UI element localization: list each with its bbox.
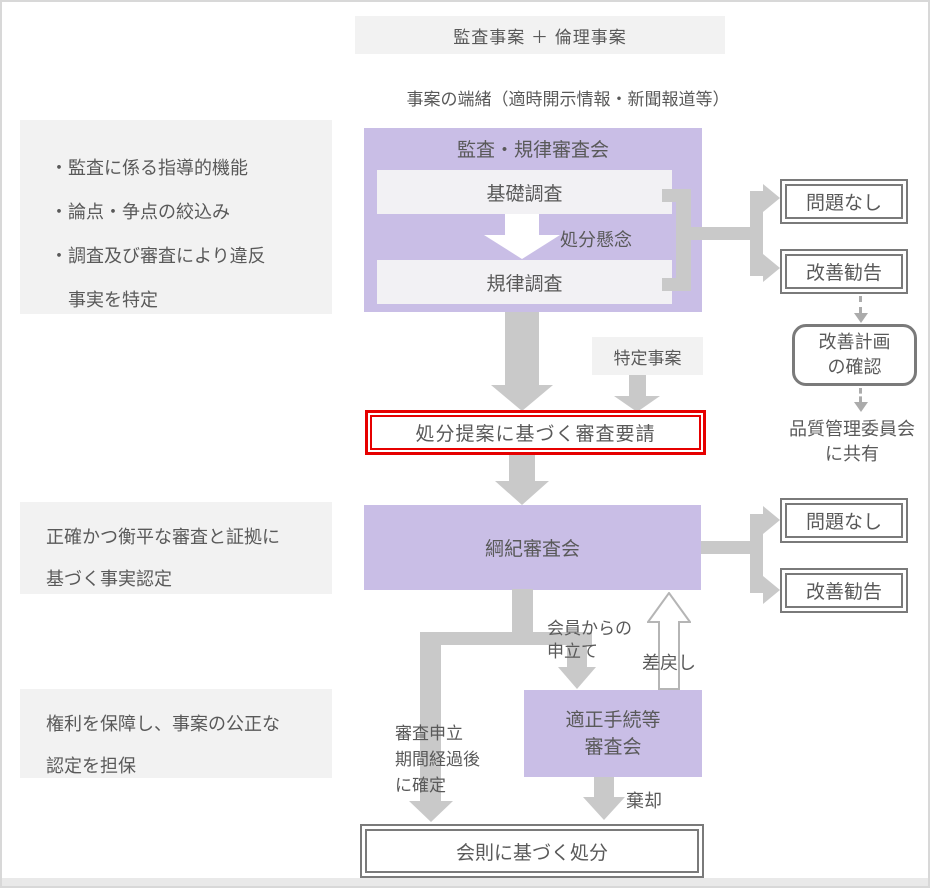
dismiss-arrow-head-icon	[583, 797, 625, 820]
note-audit-line1: ・監査に係る指導的機能	[50, 158, 248, 178]
bracket-vertical	[676, 189, 691, 291]
appeal-period-label: 審査申立 期間経過後 に確定	[395, 721, 515, 799]
share-line1: 品質管理委員会	[789, 419, 915, 439]
header-box: 監査事案 ＋ 倫理事案	[355, 16, 725, 54]
specific-arrow-shaft	[629, 375, 646, 396]
due-process-line2: 審査会	[584, 736, 642, 758]
connector1-midbar	[691, 227, 752, 240]
main-arrow2-head-icon	[495, 481, 549, 505]
review-request-text: 処分提案に基づく審査要請	[415, 424, 656, 445]
share-quality-committee-label: 品質管理委員会 に共有	[774, 416, 928, 468]
subtitle: 事案の端緒（適時開示情報・新聞報道等）	[358, 84, 778, 110]
appeal-period-line3: に確定	[395, 776, 446, 795]
recommendation-box-1: 改善勧告	[780, 249, 908, 294]
dotted-arrow-head-icon-1	[854, 313, 868, 323]
note-review-line1: 正確かつ衡平な審査と証拠に	[46, 527, 280, 547]
dismiss-label-text: 棄却	[626, 791, 662, 811]
review-request-box: 処分提案に基づく審査要請	[365, 410, 706, 455]
arrow-right-icon-1b	[763, 254, 780, 282]
basic-survey-box: 基礎調査	[377, 170, 672, 214]
main-arrow1-head-icon	[491, 385, 553, 411]
left-branch-head-icon	[409, 801, 453, 822]
appeal-period-line2: 期間経過後	[395, 750, 480, 769]
dotted-line-1	[859, 296, 862, 313]
improvement-plan-box: 改善計画 の確認	[792, 324, 917, 386]
dotted-arrow-head-icon-2	[854, 402, 868, 412]
due-arrow-shaft	[567, 645, 587, 668]
note-audit-functions: ・監査に係る指導的機能 ・論点・争点の絞込み ・調査及び審査により違反 事実を特…	[20, 120, 332, 314]
basic-survey-text: 基礎調査	[486, 183, 563, 205]
bracket-stub-bottom	[662, 278, 678, 291]
audit-board-title: 監査・規律審査会	[364, 133, 702, 163]
recommendation-box-2: 改善勧告	[780, 568, 908, 613]
kouki-down-shaft	[512, 589, 533, 633]
concern-label: 処分懸念	[560, 226, 632, 252]
arrow-right-icon-2b	[763, 576, 780, 604]
discipline-survey-text: 規律調査	[486, 273, 563, 295]
remand-label: 差戻し	[642, 649, 696, 675]
specific-case-text: 特定事案	[613, 348, 682, 368]
elbow-bar	[420, 632, 592, 645]
audit-board-title-text: 監査・規律審査会	[456, 139, 609, 161]
arrow-right-icon-1a	[763, 184, 780, 212]
connector1-split	[750, 191, 763, 276]
note-rights-line2: 認定を担保	[46, 756, 136, 776]
remand-label-text: 差戻し	[642, 653, 696, 673]
member-appeal-line2: 申立て	[547, 642, 598, 661]
remand-up-arrow-icon	[647, 592, 691, 690]
note-review-line2: 基づく事実認定	[46, 569, 172, 589]
arrow-right-icon-2a	[763, 506, 780, 534]
main-arrow1-shaft	[505, 312, 539, 386]
connector2-split	[750, 514, 763, 593]
note-audit-line4: 事実を特定	[50, 290, 158, 310]
dotted-line-2	[859, 388, 862, 402]
recommendation-text-2: 改善勧告	[805, 582, 882, 603]
connector2-midbar	[701, 541, 752, 554]
header-title: 監査事案 ＋ 倫理事案	[453, 27, 627, 47]
member-appeal-line1: 会員からの	[547, 619, 632, 638]
subtitle-text: 事案の端緒（適時開示情報・新聞報道等）	[406, 89, 730, 109]
note-audit-line3: ・調査及び審査により違反	[50, 246, 266, 266]
no-problem-box-1: 問題なし	[780, 179, 908, 224]
no-problem-box-2: 問題なし	[780, 498, 908, 543]
plan-line1: 改善計画	[818, 332, 891, 352]
note-audit-line2: ・論点・争点の絞込み	[50, 202, 230, 222]
concern-label-text: 処分懸念	[560, 230, 632, 250]
due-process-board-box: 適正手続等 審査会	[524, 690, 702, 777]
appeal-period-line1: 審査申立	[395, 724, 463, 743]
final-disposition-text: 会則に基づく処分	[455, 842, 608, 864]
due-arrow-head-icon	[558, 667, 596, 689]
main-arrow2-shaft	[509, 455, 535, 482]
final-disposition-box: 会則に基づく処分	[360, 824, 704, 878]
note-fair-review: 正確かつ衡平な審査と証拠に 基づく事実認定	[20, 502, 332, 594]
bracket-stub-top	[662, 189, 678, 202]
no-problem-text-2: 問題なし	[805, 512, 882, 533]
white-arrow-shaft	[505, 214, 539, 236]
dismiss-label: 棄却	[626, 787, 662, 813]
member-appeal-label: 会員からの 申立て	[547, 617, 657, 663]
discipline-survey-box: 規律調査	[377, 260, 672, 304]
specific-case-box: 特定事案	[592, 337, 703, 375]
share-line2: に共有	[825, 444, 879, 464]
footer-strip	[2, 878, 928, 886]
left-branch-shaft	[420, 645, 441, 803]
kouki-board-box: 綱紀審査会	[364, 505, 701, 590]
note-rights-line1: 権利を保障し、事案の公正な	[46, 714, 280, 734]
white-arrow-head-icon	[484, 235, 560, 259]
recommendation-text-1: 改善勧告	[805, 263, 882, 284]
dismiss-arrow-shaft	[594, 777, 614, 798]
no-problem-text-1: 問題なし	[805, 193, 882, 214]
note-rights-guarantee: 権利を保障し、事案の公正な 認定を担保	[20, 689, 332, 778]
kouki-board-text: 綱紀審査会	[484, 539, 580, 560]
plan-line2: の確認	[827, 357, 882, 377]
specific-arrow-head-icon	[614, 396, 660, 412]
due-process-line1: 適正手続等	[565, 709, 661, 731]
